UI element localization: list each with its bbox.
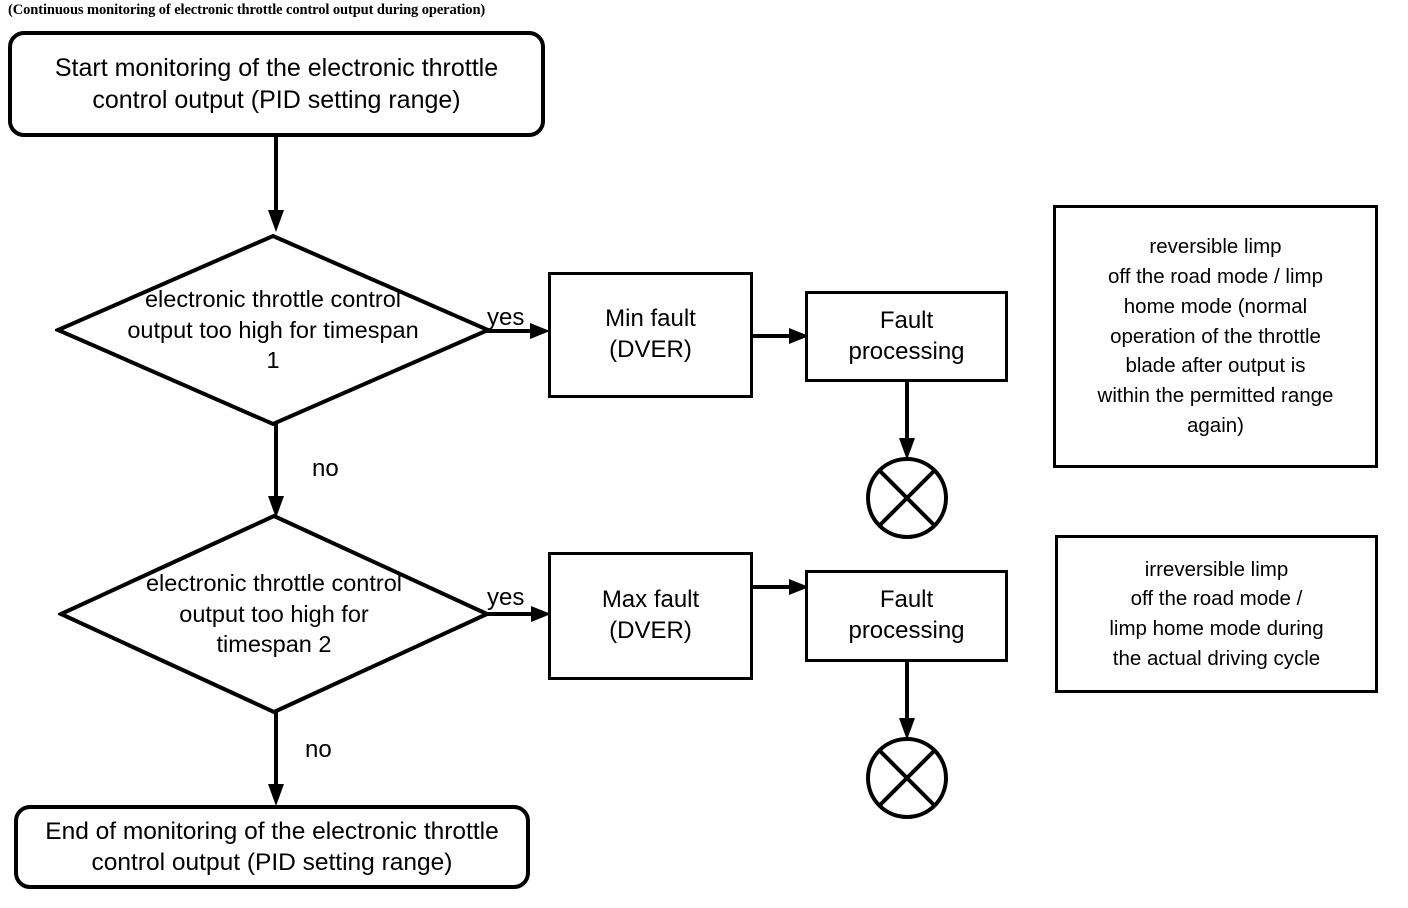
decision2-diamond-shape: [58, 513, 490, 715]
max-fault-label: Max fault (DVER): [601, 586, 700, 644]
note-irreversible-limp-text: irreversible limp off the road mode / li…: [1109, 557, 1324, 670]
fault-processing-2-label: Fault processing: [848, 586, 965, 644]
connector-decision2-to-end: [268, 712, 284, 806]
connector-fault-processing-1-to-stop-1: [899, 380, 915, 460]
fault-processing-1-node: Fault processing: [805, 291, 1008, 382]
note-reversible-limp-text: reversible limp off the road mode / limp…: [1097, 235, 1334, 437]
end-node-label: End of monitoring of the electronic thro…: [45, 817, 499, 876]
min-fault-node: Min fault (DVER): [548, 272, 753, 398]
connector-decision1-to-decision2: [268, 424, 284, 518]
note-reversible-limp: reversible limp off the road mode / limp…: [1053, 205, 1378, 468]
edge-label-no-2: no: [305, 736, 332, 763]
edge-label-no-1: no: [312, 455, 339, 482]
decision1-diamond-shape: [55, 233, 491, 427]
end-node: End of monitoring of the electronic thro…: [14, 805, 530, 889]
edge-label-yes-1: yes: [487, 304, 525, 331]
connector-max-fault-to-fault-processing-2: [751, 579, 809, 595]
stop-1-circled-x-icon: [866, 457, 948, 539]
connector-decision2-to-max-fault: [485, 606, 551, 622]
edge-label-yes-2: yes: [487, 584, 525, 611]
fault-processing-1-label: Fault processing: [848, 306, 965, 365]
decision1-node: electronic throttle control output too h…: [55, 233, 491, 427]
connector-min-fault-to-fault-processing-1: [751, 328, 809, 344]
connector-start-to-decision1: [268, 134, 284, 232]
note-irreversible-limp: irreversible limp off the road mode / li…: [1055, 535, 1378, 693]
start-node: Start monitoring of the electronic throt…: [8, 31, 545, 137]
decision2-node: electronic throttle control output too h…: [58, 513, 490, 715]
connector-decision1-to-min-fault: [486, 323, 550, 339]
diagram-caption: (Continuous monitoring of electronic thr…: [8, 2, 486, 18]
start-node-label: Start monitoring of the electronic throt…: [54, 54, 499, 114]
connector-fault-processing-2-to-stop-2: [899, 660, 915, 740]
fault-processing-2-node: Fault processing: [805, 570, 1008, 662]
max-fault-node: Max fault (DVER): [548, 552, 753, 680]
min-fault-label: Min fault (DVER): [605, 305, 696, 363]
stop-2-circled-x-icon: [866, 737, 948, 819]
